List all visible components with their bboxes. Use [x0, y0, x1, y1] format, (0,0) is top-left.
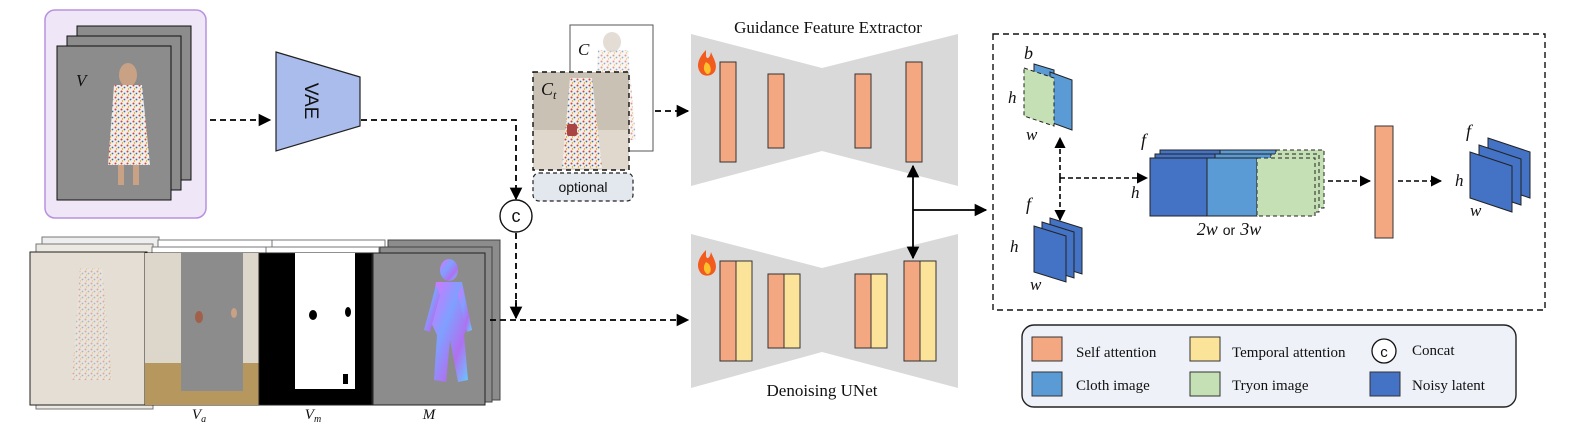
- condition-images: [29, 236, 501, 410]
- concat-label: c: [512, 206, 521, 226]
- legend-swatch-self-attention: [1031, 336, 1063, 362]
- agnostic-label: Va: [192, 407, 206, 425]
- detail-self-attention-block: [1374, 125, 1394, 239]
- detail-concat-tokens: [1149, 149, 1325, 217]
- detail-w-label-out: w: [1470, 201, 1482, 220]
- optional-label: optional: [558, 179, 607, 195]
- cloth-front-border: [532, 71, 630, 171]
- gfe-block-3: [854, 73, 872, 149]
- detail-cloth-stack: [1023, 63, 1073, 131]
- detail-w-label-bottom: w: [1030, 275, 1042, 294]
- detail-h-label-mid: h: [1131, 183, 1140, 202]
- legend-box: [1021, 324, 1517, 408]
- detail-h-label-bottom: h: [1010, 237, 1019, 256]
- legend-label-tryon: Tryon image: [1232, 378, 1309, 394]
- legend-label-concat: Concat: [1412, 343, 1455, 359]
- gfe-block-4: [905, 61, 923, 163]
- gfe-title: Guidance Feature Extractor: [734, 18, 922, 37]
- input-video-group: [44, 9, 207, 219]
- guidance-feature-extractor: [691, 34, 958, 186]
- pose-label: M: [422, 407, 437, 423]
- pose-figure: [424, 259, 472, 382]
- legend-swatch-tryon: [1189, 371, 1221, 397]
- attention-detail-box: [992, 33, 1546, 311]
- legend-label-self-attention: Self attention: [1076, 345, 1157, 361]
- legend-swatch-noisy: [1369, 371, 1401, 397]
- legend-concat-symbol: [1371, 338, 1397, 364]
- connectors: [210, 104, 988, 327]
- legend-label-noisy: Noisy latent: [1412, 378, 1486, 394]
- legend-swatch-cloth: [1031, 371, 1063, 397]
- tryon-token-block: [1256, 157, 1316, 217]
- video-person-figure: [108, 63, 150, 185]
- denoising-unet: [691, 234, 958, 388]
- cloth-label: C: [578, 40, 590, 59]
- video-label: V: [76, 71, 89, 90]
- detail-output-stack: [1469, 137, 1531, 213]
- flame-icon: [698, 50, 716, 76]
- detail-arrows: [1054, 136, 1443, 222]
- cloth-token-block: [1206, 157, 1258, 217]
- gfe-block-2: [767, 73, 785, 149]
- legend-swatch-temporal-attention: [1189, 336, 1221, 362]
- cloth-images: [532, 24, 654, 202]
- unet-title: Denoising UNet: [767, 381, 878, 400]
- vae-to-concat: [361, 119, 523, 201]
- mask-label: Vm: [305, 407, 321, 425]
- cloth-tryon-label: Ct: [541, 79, 557, 102]
- legend-label-temporal-attention: Temporal attention: [1232, 345, 1346, 361]
- flame-icon: [698, 250, 716, 276]
- detail-h-label-out: h: [1455, 171, 1464, 190]
- detail-f-label-out: f: [1466, 121, 1474, 141]
- detail-noisy-stack: [1033, 217, 1083, 283]
- legend-concat-glyph: c: [1380, 344, 1388, 361]
- legend-label-cloth: Cloth image: [1076, 378, 1150, 394]
- detail-b-label: b: [1024, 43, 1033, 63]
- detail-h-label-top: h: [1008, 88, 1017, 107]
- vae-block: [275, 51, 361, 152]
- detail-w-label-top: w: [1026, 125, 1038, 144]
- detail-f-label-mid: f: [1141, 130, 1149, 150]
- detail-f-label-bottom: f: [1026, 194, 1034, 214]
- optional-box: [532, 172, 634, 202]
- vae-label: VAE: [300, 83, 321, 120]
- gfe-block-1: [719, 61, 737, 163]
- noisy-token-block: [1149, 157, 1208, 217]
